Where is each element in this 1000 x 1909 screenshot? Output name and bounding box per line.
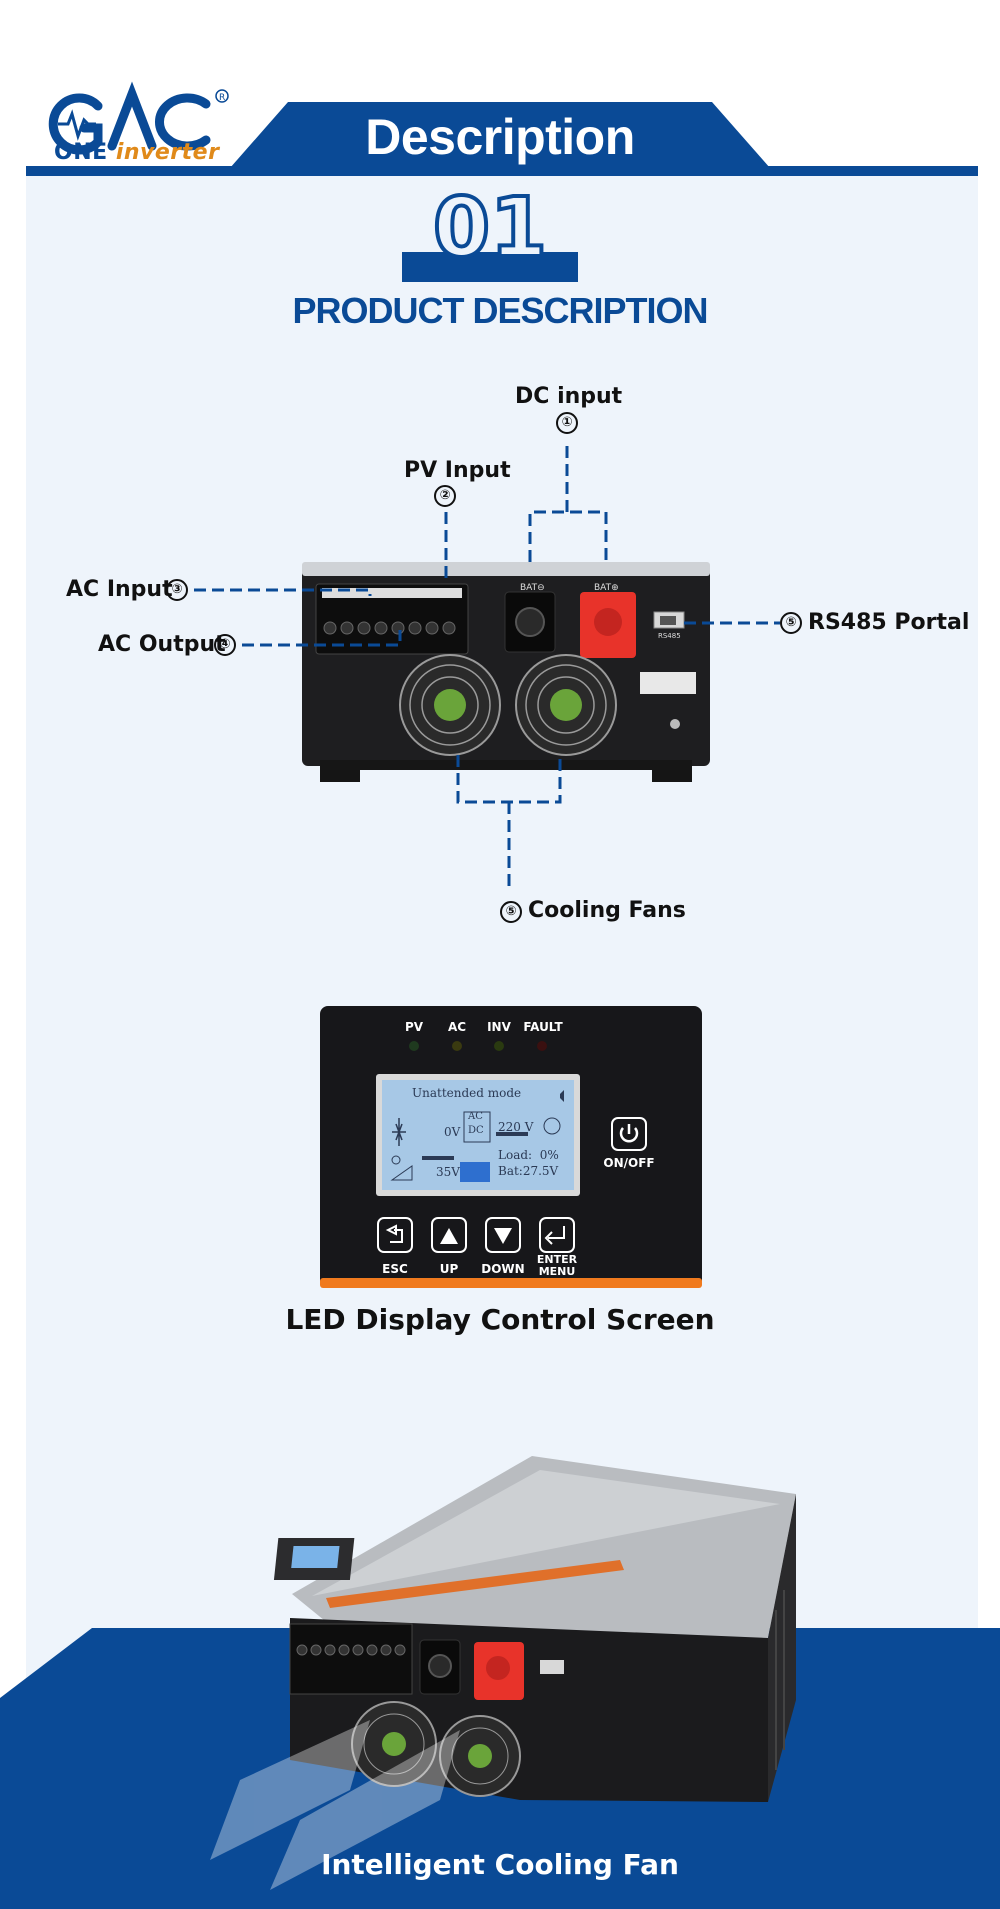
cooling-fan-right — [515, 654, 617, 756]
lcd-ac-voltage: 220 V — [498, 1120, 534, 1134]
section-number-fill: 01 — [432, 181, 548, 276]
lcd-mode-text: Unattended mode — [412, 1086, 522, 1100]
enter-button — [539, 1217, 575, 1253]
esc-button — [377, 1217, 413, 1253]
lcd-pv-power: 35V — [436, 1165, 460, 1179]
esc-label: ESC — [382, 1262, 408, 1276]
callout-number-5-rs485: ⑤ — [780, 612, 802, 634]
section-number: 01 — [431, 181, 549, 276]
ac-terminal-block — [315, 583, 469, 655]
up-button — [431, 1217, 467, 1253]
tower-icon — [392, 1118, 406, 1146]
down-label: DOWN — [481, 1262, 525, 1276]
callout-label-ac-output: AC Output — [98, 632, 226, 657]
control-panel-caption: LED Display Control Screen — [285, 1303, 715, 1336]
up-arrow-icon — [440, 1228, 458, 1244]
svg-text:RS485: RS485 — [658, 632, 681, 640]
up-label: UP — [439, 1262, 459, 1276]
lcd-load: Load: 0% — [498, 1148, 559, 1162]
speaker-icon — [560, 1090, 564, 1102]
lcd-ac-label: AC — [468, 1111, 483, 1122]
page-title: Description — [365, 109, 635, 165]
power-button — [611, 1117, 647, 1151]
battery-icon — [460, 1162, 490, 1182]
back-arrow-icon — [385, 1224, 403, 1243]
callout-number-4: ④ — [214, 634, 236, 656]
bat-negative-label: BAT⊖ — [520, 583, 545, 593]
down-button — [485, 1217, 521, 1253]
solar-panel-icon — [390, 1165, 413, 1181]
control-panel-diagram — [320, 1006, 702, 1288]
rear-panel-diagram: BAT⊖ BAT⊕ RS485 — [194, 446, 780, 890]
power-icon — [619, 1127, 639, 1143]
lcd-mini-icon — [291, 1546, 340, 1568]
sun-icon — [391, 1155, 401, 1165]
section-number-bar — [402, 252, 578, 282]
callout-label-dc-input: DC input — [515, 384, 623, 409]
enter-icon — [544, 1226, 565, 1245]
callout-label-cooling-fans: Cooling Fans — [528, 898, 686, 923]
power-button-label: ON/OFF — [603, 1156, 655, 1170]
callout-label-pv-input: PV Input — [404, 458, 511, 483]
control-panel-orange-trim — [320, 1278, 702, 1288]
led-label-inv: INV — [487, 1020, 511, 1034]
enter-menu-label: ENTER MENU — [536, 1253, 578, 1278]
cooling-fan-left — [399, 654, 501, 756]
callout-number-5-fans: ⑤ — [500, 901, 522, 923]
callout-label-rs485: RS485 Portal — [808, 610, 970, 635]
header-rule — [26, 166, 978, 176]
down-arrow-icon — [494, 1228, 512, 1244]
inverter-top-lid — [302, 562, 710, 576]
lcd-battery: Bat:27.5V — [498, 1164, 559, 1178]
callout-label-ac-input: AC Input — [66, 577, 173, 602]
gae-logo-icon: R — [48, 81, 229, 155]
led-label-fault: FAULT — [523, 1020, 563, 1034]
led-label-ac: AC — [447, 1020, 467, 1034]
lcd-dc-label: DC — [468, 1125, 484, 1136]
logo-wordmark: ONE inverter — [54, 140, 220, 165]
bottom-caption: Intelligent Cooling Fan — [321, 1848, 679, 1881]
callout-number-1: ① — [556, 412, 578, 434]
led-label-pv: PV — [404, 1020, 424, 1034]
svg-text:R: R — [219, 93, 225, 103]
inverter-top-surface — [292, 1456, 796, 1780]
callout-number-3: ③ — [166, 579, 188, 601]
section-title: PRODUCT DESCRIPTION — [292, 290, 708, 331]
callout-number-2: ② — [434, 485, 456, 507]
header-banner — [230, 102, 770, 168]
bat-positive-label: BAT⊕ — [594, 583, 619, 593]
lcd-pv-voltage: 0V — [444, 1125, 461, 1139]
bulb-icon — [543, 1117, 561, 1135]
